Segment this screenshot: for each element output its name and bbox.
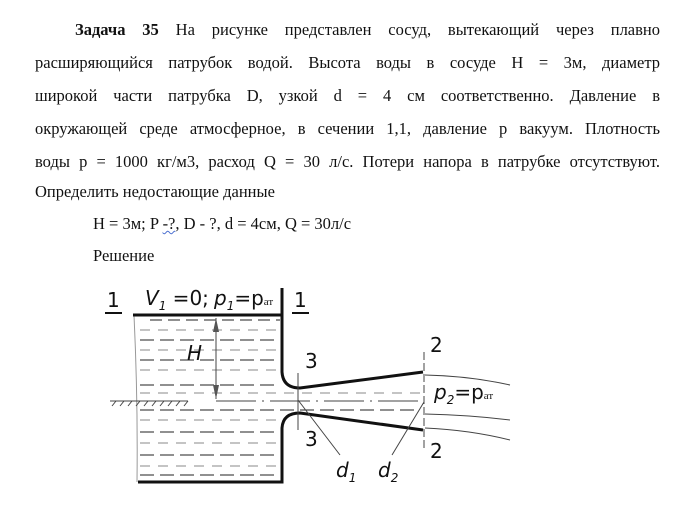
paragraph-line-2: расширяющийся патрубок водой. Высота вод… xyxy=(35,53,660,72)
diagram-labels: 1 1 V1 =0; p1=pат H 3 3 2 2 d1 d2 p2=pат xyxy=(105,286,493,485)
task-text: На рисунке представлен сосуд, вытекающий… xyxy=(175,20,661,39)
section-3-bottom-label: 3 xyxy=(305,427,318,451)
paragraph-line-1: Задача 35 На рисунке представлен сосуд, … xyxy=(75,20,660,40)
section-1-right-label: 1 xyxy=(294,288,307,312)
paragraph-line-4: окружающей среде атмосферное, в сечении … xyxy=(35,119,660,138)
paragraph-line-5: воды p = 1000 кг/м3, расход Q = 30 л/с. … xyxy=(35,152,660,171)
given-part: , D - ?, d = 4см, Q = 30л/с xyxy=(175,214,352,233)
d2-label: d2 xyxy=(378,458,398,485)
p2-label: p2=pат xyxy=(433,380,493,407)
given-part: H = 3м; P xyxy=(93,214,163,233)
v1-label: V1 =0; xyxy=(145,286,209,313)
d1-label: d1 xyxy=(336,458,356,485)
section-1-left-label: 1 xyxy=(107,288,120,312)
tank-left-edge xyxy=(133,314,138,483)
paragraph-line-6: Определить недостающие данные xyxy=(35,182,275,201)
axis-and-jet xyxy=(110,318,511,456)
spellcheck-word[interactable]: -? xyxy=(162,214,176,233)
p1-label: p1=pат xyxy=(213,286,273,313)
solution-label: Решение xyxy=(93,246,155,265)
paragraph-line-3: широкой части патрубка D, узкой d = 4 см… xyxy=(35,86,660,105)
section-2-bottom-label: 2 xyxy=(430,439,443,463)
section-3-top-label: 3 xyxy=(305,349,318,373)
given-data: H = 3м; P -?, D - ?, d = 4см, Q = 30л/с xyxy=(93,214,678,234)
tank-walls xyxy=(133,288,424,484)
water-dashes xyxy=(140,319,420,476)
section-2-top-label: 2 xyxy=(430,333,443,357)
h-label: H xyxy=(187,341,202,365)
task-title: Задача 35 xyxy=(75,20,159,39)
